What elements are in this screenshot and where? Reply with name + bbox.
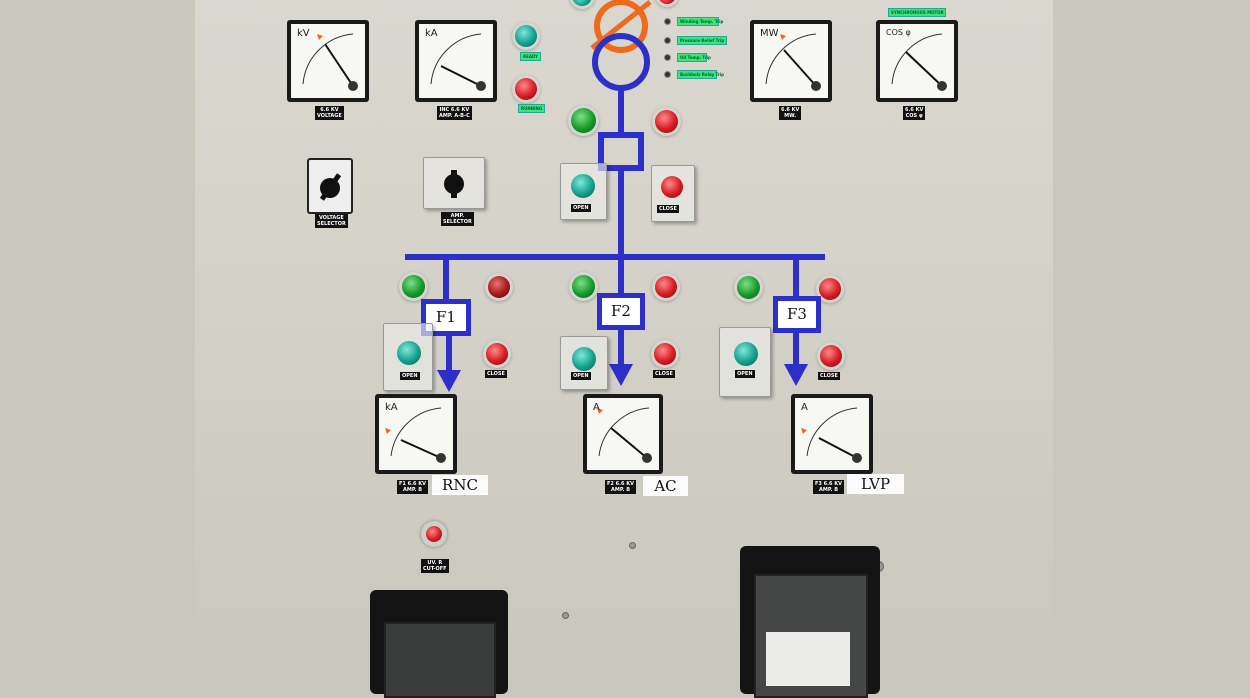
uvr-cutoff-label: UV. R CUT-OFF <box>421 559 449 573</box>
incomer-open-lamp <box>655 110 678 133</box>
f3-unit: A <box>801 402 808 413</box>
buchholz-trip-tag: Buchholz Relay Trip <box>677 70 724 79</box>
open-label: OPEN <box>735 370 755 378</box>
indicator-dot <box>664 71 671 78</box>
f1-close-button[interactable] <box>486 343 508 365</box>
f1-ammeter: kA <box>375 394 457 474</box>
ready-lamp <box>515 25 537 47</box>
f2-open-button[interactable]: OPEN <box>560 336 608 390</box>
close-label: CLOSE <box>657 205 679 213</box>
f3-amps-label: F3 6.6 KV AMP. B <box>813 480 844 494</box>
transformer-tap-arrow <box>590 0 652 50</box>
f1-unit: kA <box>385 402 398 413</box>
f3-arrow <box>784 364 808 386</box>
voltage-selector-switch[interactable] <box>307 158 353 214</box>
cos-unit: COS φ <box>886 28 911 37</box>
close-label: CLOSE <box>485 370 507 378</box>
transformer-primary-winding <box>594 0 648 53</box>
energy-meter-left <box>370 590 508 698</box>
f2-feeder-box: F2 <box>597 293 645 330</box>
energy-meter-right <box>740 546 880 698</box>
power-factor-meter: COS φ <box>876 20 958 102</box>
amp-selector-label: AMP. SELECTOR <box>441 212 474 226</box>
f2-ammeter: A <box>583 394 663 474</box>
incomer-open-button[interactable]: OPEN <box>560 163 607 220</box>
amp-selector-switch[interactable] <box>423 157 485 209</box>
uvr-cutoff-button[interactable] <box>421 521 447 547</box>
f1-amps-label: F1 6.6 KV AMP. B <box>397 480 428 494</box>
indicator-dot <box>664 54 671 61</box>
incomer-ammeter: kA <box>415 20 497 102</box>
f2-arrow <box>609 364 633 386</box>
winding-temp-trip-tag: Winding Temp. Trip <box>677 17 723 26</box>
open-label: OPEN <box>571 372 591 380</box>
open-label: OPEN <box>400 372 420 380</box>
close-label: CLOSE <box>818 372 840 380</box>
f3-load-label: LVP <box>847 474 904 494</box>
close-label: CLOSE <box>653 370 675 378</box>
mw-unit: MW <box>760 28 779 39</box>
screw <box>629 542 636 549</box>
open-label: OPEN <box>571 204 591 212</box>
voltage-unit: kV <box>297 28 310 39</box>
indicator-dot <box>664 18 671 25</box>
incomer-amps-label: INC 6.6 KV AMP. A-B-C <box>437 106 472 120</box>
mw-label: 6.6 KV MW. <box>779 106 802 120</box>
screw <box>562 612 569 619</box>
pressure-relief-trip-tag: Pressure Relief Trip <box>677 36 727 45</box>
f3-feeder-box: F3 <box>773 296 821 333</box>
mw-meter: MW <box>750 20 832 102</box>
f2-load-label: AC <box>643 476 688 496</box>
incomer-amps-unit: kA <box>425 28 438 39</box>
status-lamp <box>572 0 592 6</box>
f2-unit: A <box>593 402 600 413</box>
cos-label: 6.6 KV COS φ <box>903 106 926 120</box>
f1-open-lamp <box>488 276 510 298</box>
synchronous-motor-tag: SYNCHRONOUS MOTOR <box>888 8 946 17</box>
indicator-dot <box>664 37 671 44</box>
f2-closed-lamp <box>572 275 595 298</box>
voltage-label: 6.6 KV VOLTAGE <box>315 106 344 120</box>
f1-feeder-box: F1 <box>421 299 471 336</box>
incomer-close-button[interactable]: CLOSE <box>651 165 695 222</box>
f3-ammeter: A <box>791 394 873 474</box>
meter-nameplate <box>766 632 850 686</box>
f3-closed-lamp <box>737 276 760 299</box>
incomer-breaker-symbol <box>598 132 644 171</box>
incomer-closed-lamp <box>571 108 596 133</box>
f3-open-button[interactable]: OPEN <box>719 327 771 397</box>
f3-close-button[interactable] <box>820 345 842 367</box>
f1-arrow <box>437 370 461 392</box>
oil-temp-trip-tag: Oil Temp. Trip <box>677 53 711 62</box>
f2-open-lamp <box>655 276 677 298</box>
voltage-meter: kV <box>287 20 369 102</box>
status-lamp <box>658 0 676 4</box>
voltage-selector-label: VOLTAGE SELECTOR <box>315 214 348 228</box>
f1-load-label: RNC <box>432 475 488 495</box>
f1-open-button[interactable]: OPEN <box>383 323 433 391</box>
f2-close-button[interactable] <box>654 343 676 365</box>
ready-tag: READY <box>520 52 541 61</box>
running-tag: RUNNING <box>518 104 546 113</box>
f1-closed-lamp <box>402 275 425 298</box>
f2-amps-label: F2 6.6 KV AMP. B <box>605 480 636 494</box>
transformer-secondary-winding <box>592 33 650 91</box>
running-lamp <box>515 78 537 100</box>
f3-open-lamp <box>819 278 841 300</box>
